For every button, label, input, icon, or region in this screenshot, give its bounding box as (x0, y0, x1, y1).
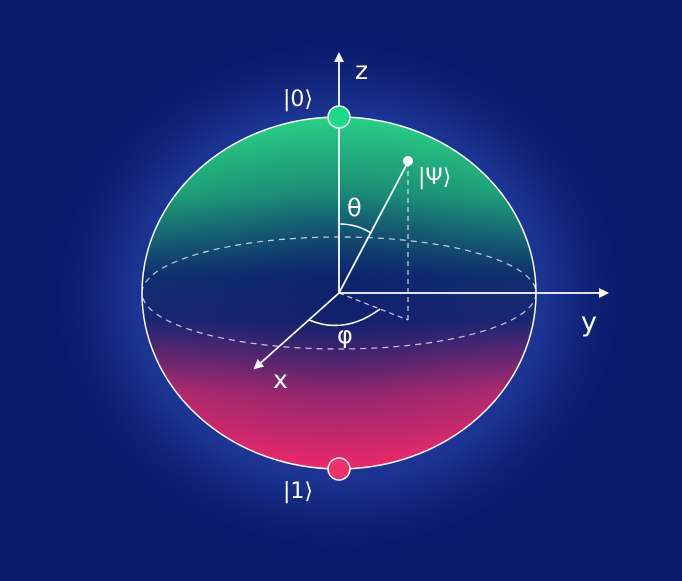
phi-label: φ (337, 321, 353, 349)
x-axis-label: x (273, 365, 288, 394)
south-pole-marker (327, 457, 351, 481)
z-axis-label: z (355, 56, 368, 85)
ket0-label: |0⟩ (283, 87, 313, 112)
x-axis (253, 292, 340, 370)
state-label: |Ψ⟩ (418, 165, 451, 190)
projection-horizontal (338, 292, 409, 321)
y-axis-label: y (581, 307, 597, 338)
north-pole-marker (327, 105, 351, 129)
ket1-label: |1⟩ (283, 479, 313, 504)
theta-label: θ (347, 194, 362, 222)
state-point (403, 156, 413, 166)
phi-arc (308, 308, 381, 327)
theta-arc (338, 223, 372, 234)
state-vector (338, 161, 409, 294)
